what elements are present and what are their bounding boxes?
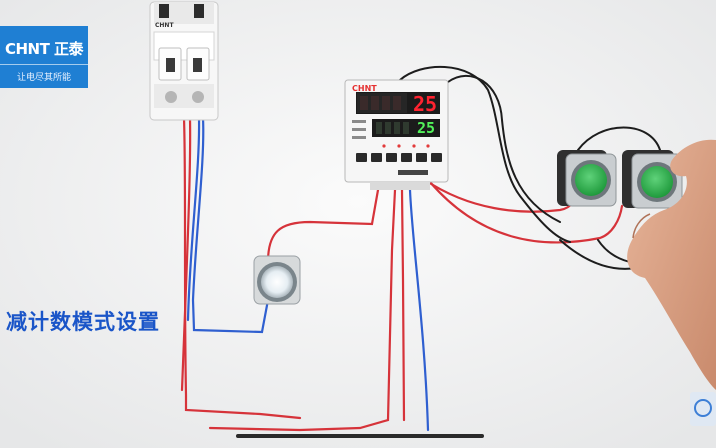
- watermark-badge: [690, 392, 716, 426]
- count-display: 25: [412, 92, 438, 116]
- video-progress-indicator[interactable]: [236, 434, 484, 438]
- brand-divider: [0, 64, 88, 65]
- circuit-breaker: [149, 1, 219, 121]
- brand-slogan: 让电尽其所能: [16, 73, 71, 83]
- counter-brand-label: CHNT: [352, 84, 377, 93]
- hand: [627, 139, 716, 390]
- brand-logo: CHNT 正泰 让电尽其所能: [0, 26, 88, 88]
- black-wires: [399, 65, 661, 270]
- blue-wires: [186, 116, 430, 432]
- brand-name: CHNT 正泰: [4, 40, 84, 58]
- mode-caption: 减计数模式设置: [6, 310, 160, 334]
- breaker-brand-label: CHNT: [155, 22, 174, 29]
- indicator-lamp: [253, 255, 301, 305]
- set-value-display: 25: [416, 119, 436, 137]
- counter-device: [344, 79, 449, 190]
- green-buttons: [557, 150, 683, 209]
